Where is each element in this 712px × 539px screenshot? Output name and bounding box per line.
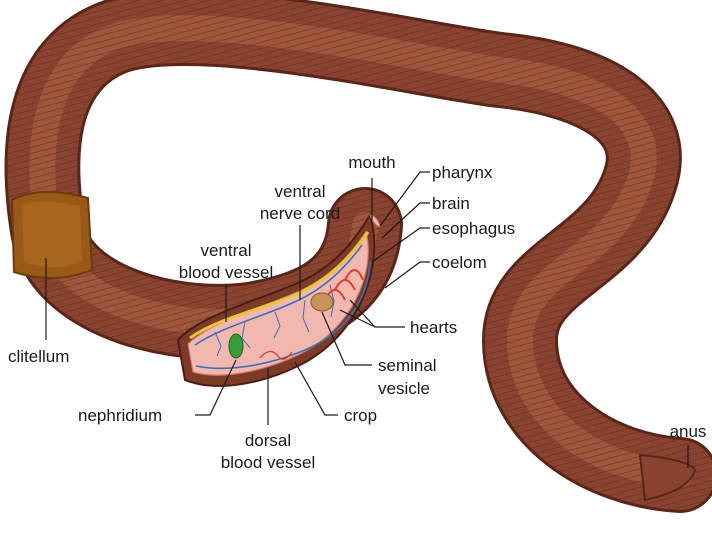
label-nephridium: nephridium <box>78 406 162 425</box>
clitellum-sheen <box>22 202 82 267</box>
label-anus: anus <box>670 422 707 441</box>
leader-crop <box>295 362 338 415</box>
label-esophagus: esophagus <box>432 219 515 238</box>
label-pharynx: pharynx <box>432 163 493 182</box>
label-dorsal-blood-vessel-line1: dorsal <box>245 431 291 450</box>
seminal-vesicle-shape <box>311 293 333 311</box>
label-brain: brain <box>432 194 470 213</box>
label-seminal-vesicle-line2: vesicle <box>378 379 430 398</box>
label-crop: crop <box>344 406 377 425</box>
label-mouth: mouth <box>348 153 395 172</box>
label-seminal-vesicle-line1: seminal <box>378 356 437 375</box>
label-clitellum: clitellum <box>8 347 69 366</box>
label-hearts: hearts <box>410 318 457 337</box>
nephridium-shape <box>229 334 243 358</box>
label-ventral-blood-vessel-line2: blood vessel <box>179 263 274 282</box>
label-coelom: coelom <box>432 253 487 272</box>
label-ventral-blood-vessel-line1: ventral <box>200 241 251 260</box>
label-dorsal-blood-vessel-line2: blood vessel <box>221 453 316 472</box>
label-ventral-nerve-cord-line1: ventral <box>274 182 325 201</box>
label-ventral-nerve-cord-line2: nerve cord <box>260 204 340 223</box>
